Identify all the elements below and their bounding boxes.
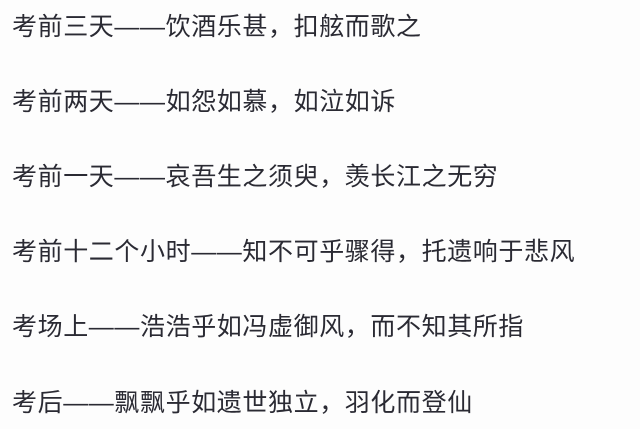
text-line: 考场上——浩浩乎如冯虚御风，而不知其所指 [12,313,525,341]
text-line: 考前一天——哀吾生之须臾，羡长江之无穷 [12,163,499,191]
text-line: 考前三天——饮酒乐甚，扣舷而歌之 [12,13,422,41]
text-line: 考前十二个小时——知不可乎骤得，托遗响于悲风 [12,238,576,266]
text-line: 考后——飘飘乎如遗世独立，羽化而登仙 [12,389,473,417]
text-line: 考前两天——如怨如慕，如泣如诉 [12,88,397,116]
